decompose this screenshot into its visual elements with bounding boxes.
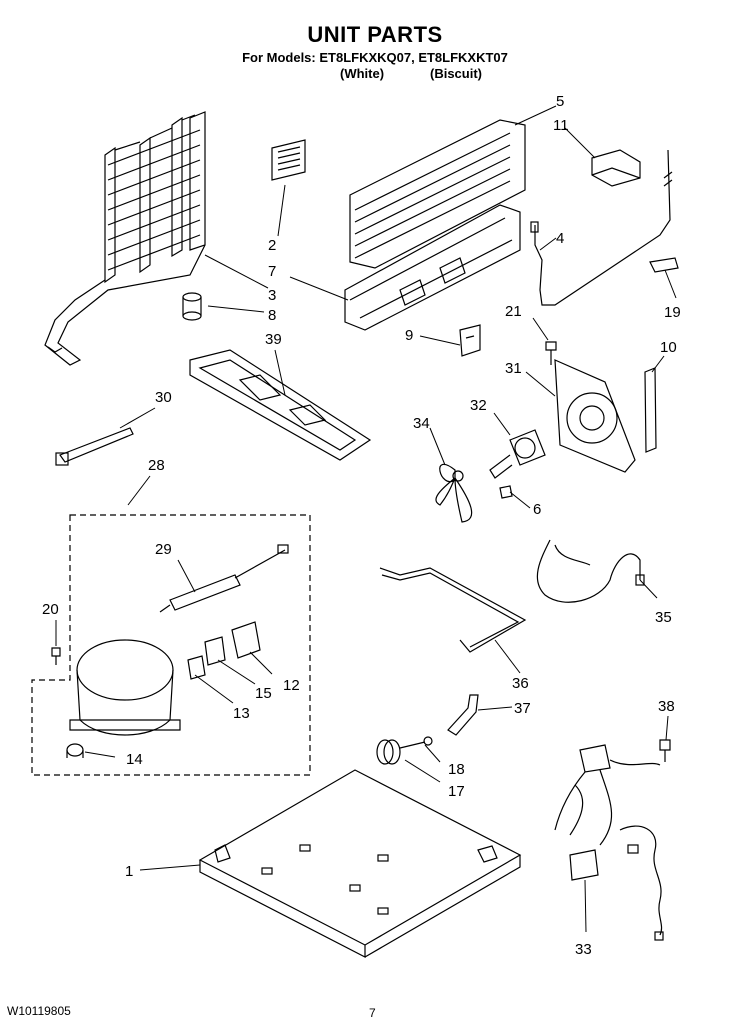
callout-35: 35: [655, 609, 672, 626]
wire-harness-drawing: [554, 744, 664, 941]
leader-lines: [55, 105, 677, 933]
callout-18: 18: [448, 761, 465, 778]
callout-34: 34: [413, 415, 430, 432]
callout-1: 1: [125, 863, 133, 880]
fan-blade-drawing: [435, 463, 473, 523]
models-line: For Models: ET8LFKXKQ07, ET8LFKXKT07: [242, 50, 508, 65]
callout-17: 17: [448, 783, 465, 800]
callout-36: 36: [512, 675, 529, 692]
screw-21-drawing: [545, 341, 557, 365]
panel-drawing: [591, 149, 641, 187]
drain-tube-drawing: [182, 292, 202, 321]
condenser-drawing: [44, 111, 206, 366]
fan-motor-drawing: [489, 429, 546, 479]
relay-drawing: [187, 621, 261, 680]
callout-39: 39: [265, 331, 282, 348]
callout-31: 31: [505, 360, 522, 377]
fan-bracket-drawing: [554, 359, 636, 473]
color-biscuit-label: (Biscuit): [430, 66, 482, 81]
clip-drawing: [649, 257, 679, 273]
page-number: 7: [369, 1006, 376, 1020]
callout-21: 21: [505, 303, 522, 320]
tube-37-drawing: [447, 694, 479, 736]
screw-6-drawing: [499, 485, 513, 499]
callout-3: 3: [268, 287, 276, 304]
callout-20: 20: [42, 601, 59, 618]
tube-36-drawing: [379, 567, 527, 653]
base-plate-drawing: [198, 769, 522, 958]
callout-13: 13: [233, 705, 250, 722]
bracket-drawing: [459, 324, 481, 357]
doc-number: W10119805: [7, 1004, 71, 1018]
thermostat-wire-drawing: [530, 149, 673, 306]
pad-drawing: [271, 139, 306, 181]
drier-drawing: [159, 544, 289, 613]
compressor-drawing: [66, 639, 181, 758]
screw-38-drawing: [659, 739, 671, 762]
cable-tie-drawing: [55, 427, 134, 466]
callout-8: 8: [268, 307, 276, 324]
callout-5: 5: [556, 93, 564, 110]
page-title: UNIT PARTS: [307, 22, 443, 47]
callout-4: 4: [556, 230, 564, 247]
callout-38: 38: [658, 698, 675, 715]
callout-11: 11: [553, 117, 569, 134]
grommet-drawing: [376, 736, 433, 765]
callout-32: 32: [470, 397, 487, 414]
callout-10: 10: [660, 339, 677, 356]
tube-35-drawing: [536, 539, 645, 603]
evaporator-drawing: [344, 119, 526, 331]
compressor-kit-box: [31, 514, 311, 776]
color-white-label: (White): [340, 66, 385, 81]
drain-pan-drawing: [189, 349, 372, 461]
callout-labels: 1 2 3 4 5 6 7 8 9 10 11 12 13 14 15 17 1…: [42, 93, 681, 958]
callout-6: 6: [533, 501, 541, 518]
callout-15: 15: [255, 685, 272, 702]
callout-28: 28: [148, 457, 165, 474]
callout-12: 12: [283, 677, 300, 694]
callout-37: 37: [514, 700, 531, 717]
callout-7: 7: [268, 263, 276, 280]
callout-19: 19: [664, 304, 681, 321]
callout-14: 14: [126, 751, 143, 768]
callout-2: 2: [268, 237, 276, 254]
callout-30: 30: [155, 389, 172, 406]
callout-33: 33: [575, 941, 592, 958]
callout-9: 9: [405, 327, 413, 344]
callout-29: 29: [155, 541, 172, 558]
gasket-drawing: [644, 367, 657, 453]
screw-20-drawing: [51, 647, 61, 665]
